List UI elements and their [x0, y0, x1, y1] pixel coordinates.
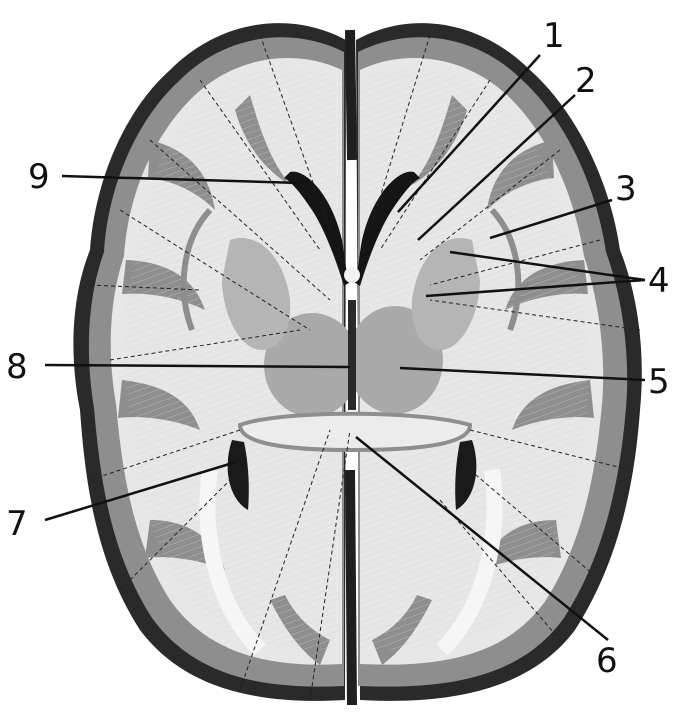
callout-label-5: 5	[648, 362, 670, 402]
callout-label-9: 9	[28, 157, 50, 197]
callout-label-6: 6	[596, 641, 618, 681]
septum-cavity	[344, 267, 360, 283]
callout-label-3: 3	[615, 169, 637, 209]
callout-label-1: 1	[543, 16, 565, 56]
third-ventricle	[348, 300, 356, 410]
callout-label-2: 2	[575, 61, 597, 101]
callout-label-4: 4	[648, 261, 670, 301]
longitudinal-fissure-posterior	[350, 470, 352, 705]
splenium	[240, 414, 470, 450]
longitudinal-fissure-anterior	[350, 30, 352, 160]
callout-label-7: 7	[6, 504, 28, 544]
callout-label-8: 8	[6, 347, 28, 387]
